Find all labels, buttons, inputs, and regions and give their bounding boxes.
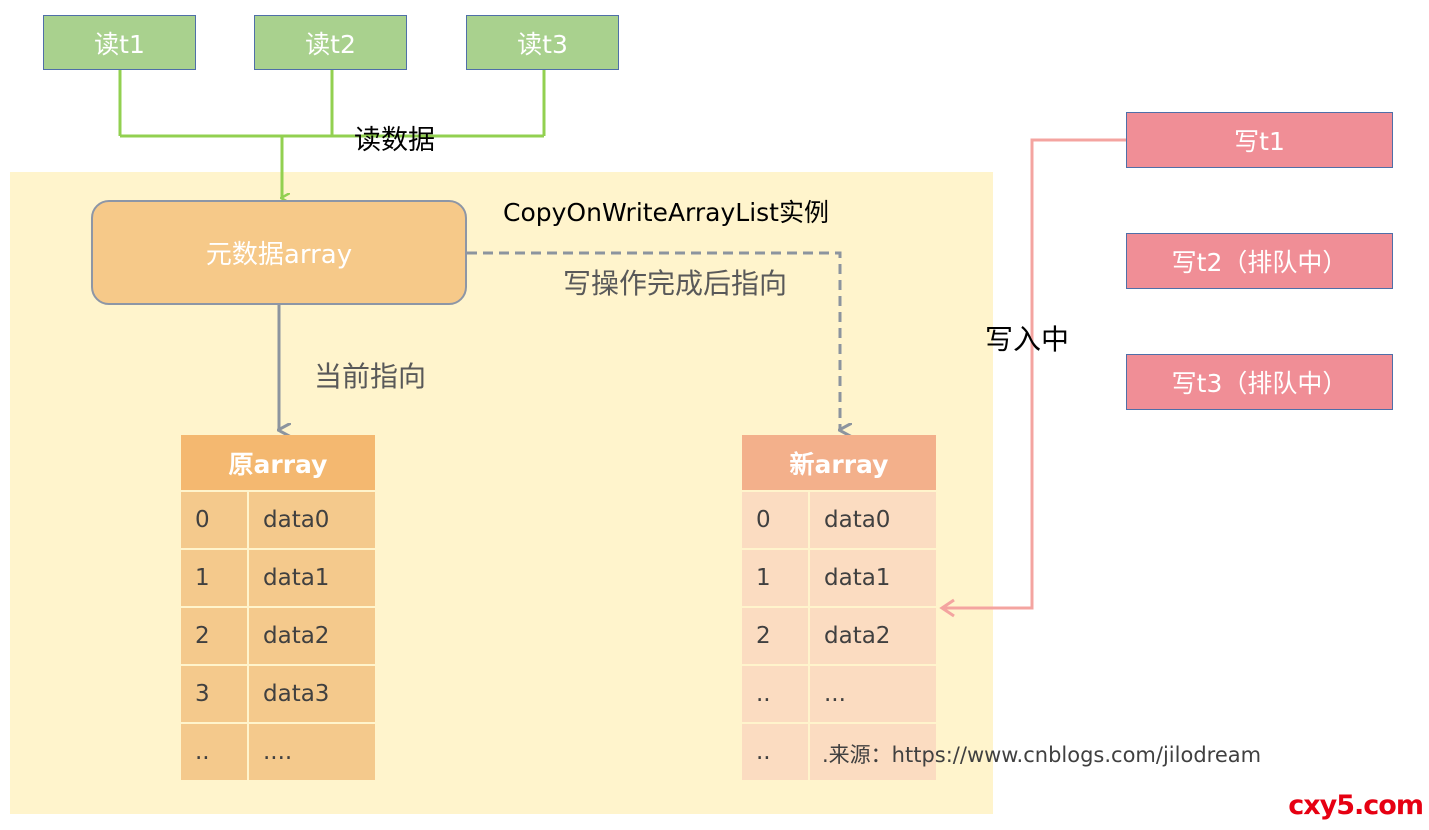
row-index: 0	[742, 492, 808, 548]
reader-t2-label: 读t2	[305, 29, 356, 59]
reader-t1-box: 读t1	[43, 15, 196, 70]
current-point-label: 当前指向	[314, 360, 427, 393]
row-index: 0	[181, 492, 247, 548]
row-value: ....	[249, 724, 375, 780]
row-index: ..	[742, 724, 808, 780]
read-data-label: 读数据	[354, 125, 435, 156]
reader-t2-box: 读t2	[254, 15, 407, 70]
row-value: ...	[810, 666, 936, 722]
after-write-pointer-arrow	[467, 251, 840, 430]
new-array-table: 新array 0 data0 1 data1 2 data2 .. ... ..	[742, 435, 936, 780]
new-array-title: 新array	[742, 435, 936, 490]
row-index: 1	[742, 550, 808, 606]
after-write-label: 写操作完成后指向	[563, 267, 788, 300]
meta-array-box: 元数据array	[91, 200, 467, 305]
row-index: 3	[181, 666, 247, 722]
read-connector	[118, 70, 546, 198]
row-index: 1	[181, 550, 247, 606]
table-row: ..	[742, 724, 936, 780]
row-index: 2	[181, 608, 247, 664]
row-index: ..	[742, 666, 808, 722]
writer-t1-box: 写t1	[1126, 112, 1393, 168]
reader-t3-label: 读t3	[517, 29, 568, 59]
table-row: 2 data2	[181, 608, 375, 664]
meta-array-label: 元数据array	[205, 240, 353, 270]
row-value: data0	[810, 492, 936, 548]
table-row: 3 data3	[181, 666, 375, 722]
table-row: .. ...	[742, 666, 936, 722]
table-row: .. ....	[181, 724, 375, 780]
reader-t1-label: 读t1	[94, 29, 145, 59]
reader-t3-box: 读t3	[466, 15, 619, 70]
row-value	[810, 724, 936, 780]
original-array-table: 原array 0 data0 1 data1 2 data2 3 data3 .…	[181, 435, 375, 780]
row-index: ..	[181, 724, 247, 780]
writer-t3-box: 写t3（排队中）	[1126, 354, 1393, 410]
row-value: data2	[249, 608, 375, 664]
row-value: data1	[810, 550, 936, 606]
table-row: 1 data1	[181, 550, 375, 606]
writer-t2-box: 写t2（排队中）	[1126, 233, 1393, 289]
table-row: 0 data0	[742, 492, 936, 548]
writer-t1-label: 写t1	[1234, 127, 1285, 156]
instance-title: CopyOnWriteArrayList实例	[503, 198, 829, 227]
row-value: data0	[249, 492, 375, 548]
writer-t2-label: 写t2（排队中）	[1171, 248, 1348, 277]
write-connector	[939, 138, 1126, 618]
row-value: data3	[249, 666, 375, 722]
row-value: data2	[810, 608, 936, 664]
row-index: 2	[742, 608, 808, 664]
table-row: 1 data1	[742, 550, 936, 606]
writing-label: 写入中	[985, 323, 1070, 356]
table-row: 2 data2	[742, 608, 936, 664]
table-row: 0 data0	[181, 492, 375, 548]
original-array-title: 原array	[181, 435, 375, 490]
writer-t3-label: 写t3（排队中）	[1171, 369, 1348, 398]
source-link-text: .来源：https://www.cnblogs.com/jilodream	[822, 743, 1262, 767]
row-value: data1	[249, 550, 375, 606]
watermark-logo: cxy5.com	[1288, 790, 1424, 821]
